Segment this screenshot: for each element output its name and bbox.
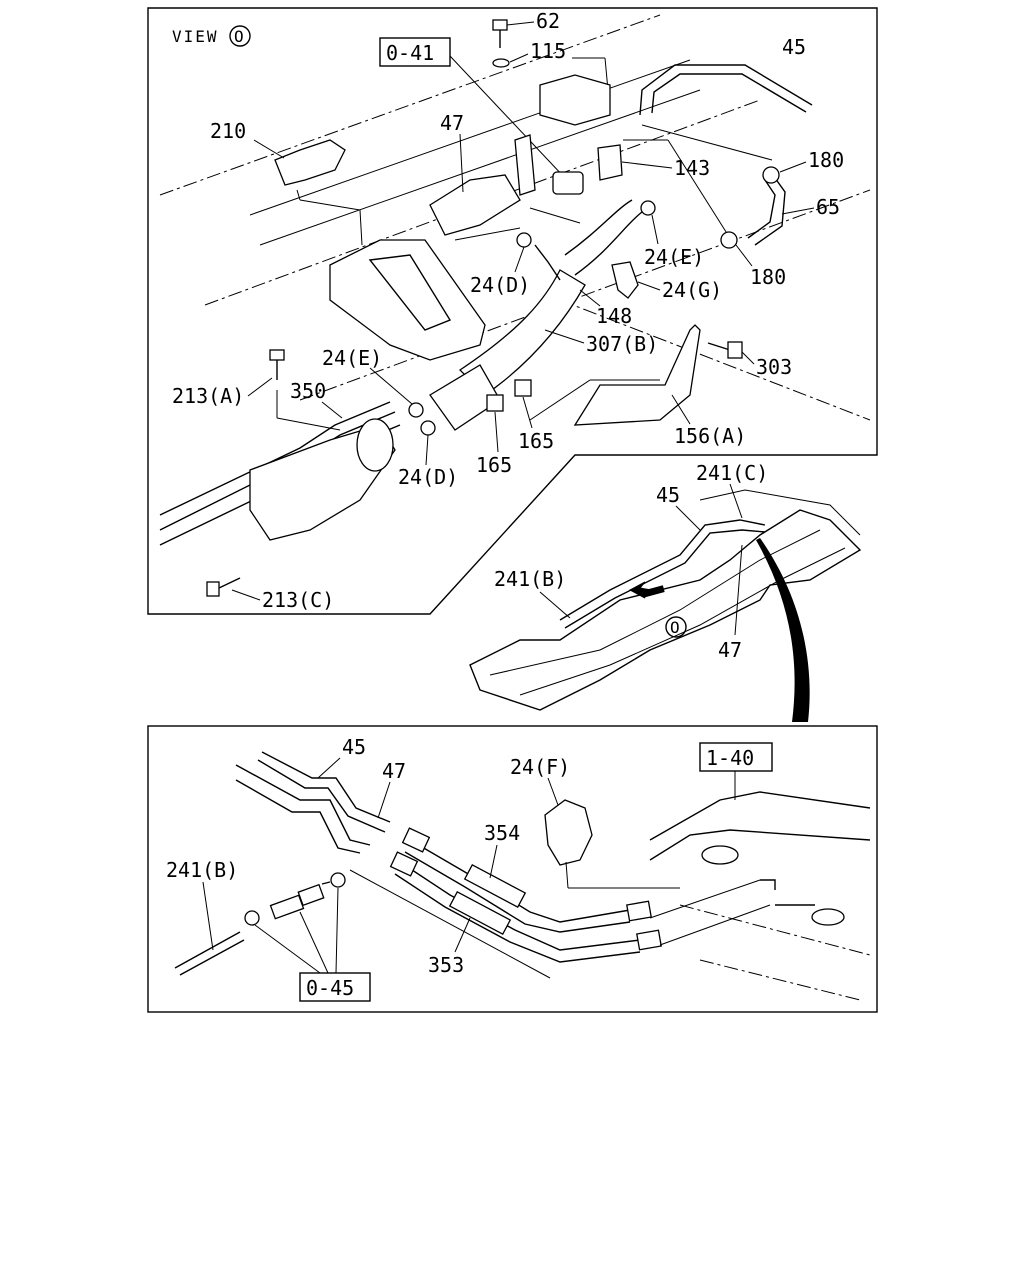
inset-view-marker: O [670, 618, 682, 637]
frame-rail [249, 59, 691, 216]
hose-65 [747, 179, 776, 239]
leader-line [449, 55, 566, 179]
bottom-panel: 45 47 354 353 24(F) 1-40 [147, 725, 878, 1013]
top-panel-border [147, 7, 878, 615]
bottom-label-241b: 241(B) [166, 858, 238, 882]
clamp-143 [597, 144, 623, 181]
fitting [401, 827, 431, 853]
label-165-left: 165 [476, 453, 512, 477]
ref-box-0-45 [299, 972, 371, 1002]
frame-rail-centerline [159, 14, 661, 196]
fitting [626, 900, 652, 922]
clip-24f [544, 799, 593, 866]
pipe-241b-bottom [174, 931, 241, 969]
label-24e-lower: 24(E) [322, 346, 382, 370]
clip-47 [429, 174, 521, 236]
bolt-303 [707, 341, 743, 359]
fuel-tank [649, 791, 871, 841]
label-350: 350 [290, 379, 326, 403]
tank-housing [329, 239, 486, 361]
inset-label-47: 47 [718, 638, 742, 662]
clip-24g [611, 261, 639, 299]
ref-box-0-45-label: 0-45 [306, 976, 354, 1000]
hose-354 [409, 839, 631, 923]
bottom-label-45: 45 [342, 735, 366, 759]
pipe-45-inset [559, 519, 766, 621]
clamp-24e-lower [408, 402, 424, 418]
tank-filler-cap [811, 908, 845, 926]
label-180-top: 180 [808, 148, 844, 172]
ref-box-0-41-label: 0-41 [386, 41, 434, 65]
bottom-panel-border [147, 725, 878, 1013]
inset-label-241b: 241(B) [494, 567, 566, 591]
view-marker: O [234, 27, 246, 46]
protector-353 [448, 890, 512, 936]
label-213a: 213(A) [172, 384, 244, 408]
clamp-180 [720, 231, 738, 249]
label-213c: 213(C) [262, 588, 334, 612]
label-47: 47 [440, 111, 464, 135]
bracket-156a [573, 324, 701, 426]
label-24e-upper: 24(E) [644, 245, 704, 269]
view-label: VIEW [172, 27, 219, 46]
hose-353 [399, 861, 641, 951]
vehicle-frame-outline [469, 509, 862, 711]
bolt-213a [269, 349, 285, 380]
clip-210 [274, 139, 346, 186]
label-65: 65 [816, 195, 840, 219]
fitting [389, 851, 419, 877]
clamp-24d [516, 232, 532, 248]
clamp-180 [762, 166, 780, 184]
bottom-label-24f: 24(F) [510, 755, 570, 779]
protector-354 [463, 863, 527, 909]
label-24g: 24(G) [662, 278, 722, 302]
pipe-47-bottom [261, 751, 391, 823]
frame-rail-centerline [299, 189, 871, 401]
label-303: 303 [756, 355, 792, 379]
label-24d-upper: 24(D) [470, 273, 530, 297]
top-panel: VIEW O 0-41 62 115 45 [147, 7, 878, 615]
label-115: 115 [530, 39, 566, 63]
label-45: 45 [782, 35, 806, 59]
fuel-connector [552, 171, 584, 195]
inset-label-241c: 241(C) [696, 461, 768, 485]
frame-rail-centerline [559, 299, 871, 421]
ref-box-0-41 [379, 37, 451, 67]
label-143: 143 [674, 156, 710, 180]
label-210: 210 [210, 119, 246, 143]
detail-pointer [756, 538, 810, 722]
label-62: 62 [536, 9, 560, 33]
bolt-213c [206, 577, 241, 597]
label-24d-lower: 24(D) [398, 465, 458, 489]
label-180-bottom: 180 [750, 265, 786, 289]
frame-inset: 241(C) 45 241(B) 47 O [469, 461, 862, 722]
fuel-pipe [564, 199, 633, 256]
clamp-24e [640, 200, 656, 216]
label-156a: 156(A) [674, 424, 746, 448]
connector-0-45 [244, 872, 346, 926]
label-165-right: 165 [518, 429, 554, 453]
view-marker-circle [229, 25, 251, 47]
filler-hose-307b [458, 269, 586, 396]
inset-view-marker-circle [665, 616, 687, 638]
pipe-45-bottom [235, 764, 371, 846]
bottom-label-354: 354 [484, 821, 520, 845]
frame-bracket [539, 74, 611, 126]
label-148: 148 [596, 304, 632, 328]
inset-label-45: 45 [656, 483, 680, 507]
frame-rail [259, 89, 701, 246]
bolt-62 [492, 19, 508, 48]
fitting [636, 929, 662, 951]
tank-port [701, 845, 739, 865]
return-pipe-45 [639, 64, 813, 116]
bottom-label-353: 353 [428, 953, 464, 977]
label-307b: 307(B) [586, 332, 658, 356]
ref-box-1-40-label: 1-40 [706, 746, 754, 770]
clamp-24d-lower [420, 420, 436, 436]
ref-box-1-40 [699, 742, 773, 772]
washer-115 [492, 58, 510, 68]
bottom-label-47: 47 [382, 759, 406, 783]
